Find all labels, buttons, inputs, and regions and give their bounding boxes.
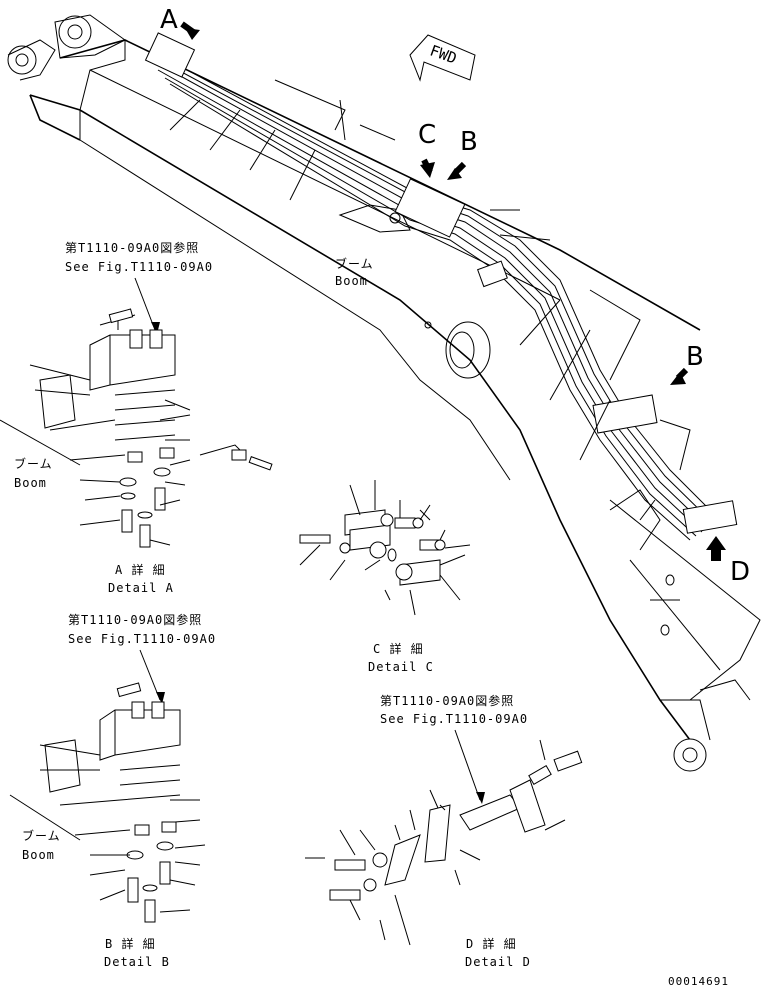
detail-c-title-en: Detail C <box>368 660 434 674</box>
detail-a-title-en: Detail A <box>108 581 174 595</box>
detail-b-boom-en: Boom <box>22 848 55 862</box>
detail-c-title-jp: C 詳 細 <box>373 641 424 656</box>
main-leaders <box>169 99 680 601</box>
detail-a: 第T1110-09A0図参照 See Fig.T1110-09A0 ブーム Bo… <box>0 240 273 595</box>
view-label-c: C <box>418 120 436 150</box>
boom-label-jp: ブーム <box>335 256 374 271</box>
detail-a-ref-jp: 第T1110-09A0図参照 <box>65 240 199 255</box>
detail-a-title-jp: A 詳 細 <box>115 562 166 577</box>
view-label-b: B <box>460 127 478 157</box>
detail-d-title-en: Detail D <box>465 955 531 969</box>
detail-d-ref-jp: 第T1110-09A0図参照 <box>380 693 514 708</box>
detail-c: C 詳 細 Detail C <box>299 480 471 674</box>
detail-d-ref-en: See Fig.T1110-09A0 <box>380 712 528 726</box>
view-label-d: D <box>730 557 750 587</box>
detail-b-ref-jp: 第T1110-09A0図参照 <box>68 612 202 627</box>
boom-body <box>7 14 761 772</box>
boom-cylinder-boss <box>424 321 491 379</box>
boom-label-en: Boom <box>335 274 368 288</box>
fwd-label: FWD <box>428 41 460 67</box>
detail-b-title-jp: B 詳 細 <box>105 936 156 951</box>
detail-a-ref-en: See Fig.T1110-09A0 <box>65 260 213 274</box>
detail-b: 第T1110-09A0図参照 See Fig.T1110-09A0 ブーム Bo… <box>9 612 216 969</box>
hydraulic-pipes <box>144 32 738 541</box>
boom-tip <box>609 499 761 772</box>
detail-b-boom-jp: ブーム <box>22 828 61 843</box>
detail-b-title-en: Detail B <box>104 955 170 969</box>
detail-a-boom-jp: ブーム <box>14 456 53 471</box>
view-arrows <box>180 21 726 561</box>
fwd-arrow: FWD <box>409 34 476 82</box>
detail-d: 第T1110-09A0図参照 See Fig.T1110-09A0 D 詳 細 … <box>305 693 583 969</box>
drawing-number: 00014691 <box>668 975 729 988</box>
view-label-b2: B <box>686 342 704 372</box>
view-label-a: A <box>160 5 178 35</box>
detail-a-boom-en: Boom <box>14 476 47 490</box>
boom-foot-pin <box>7 14 126 81</box>
detail-b-ref-en: See Fig.T1110-09A0 <box>68 632 216 646</box>
detail-d-title-jp: D 詳 細 <box>466 936 517 951</box>
